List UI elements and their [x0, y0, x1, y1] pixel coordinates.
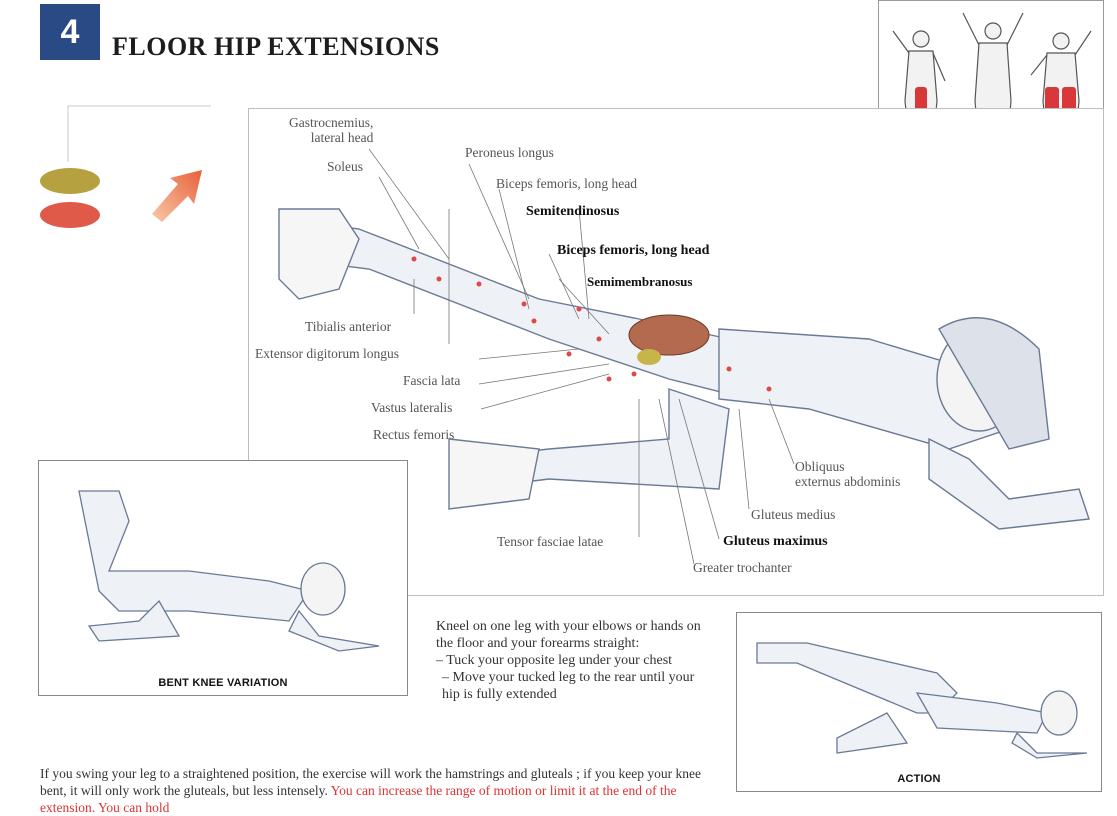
exercise-title: FLOOR HIP EXTENSIONS [112, 32, 440, 61]
instructions-block: Kneel on one leg with your elbows or han… [436, 618, 712, 703]
label-obliquus: Obliquus externus abdominis [795, 459, 901, 489]
instruction-line-3: – Move your tucked leg to the rear until… [442, 670, 695, 702]
label-semitendinosus: Semitendinosus [526, 204, 620, 219]
exercise-number-badge: 4 [40, 4, 100, 60]
label-peroneus-longus: Peroneus longus [465, 145, 554, 160]
label-soleus: Soleus [327, 159, 364, 174]
label-greater-trochanter: Greater trochanter [693, 560, 792, 575]
action-figure [756, 642, 1088, 759]
instruction-line-2: – Tuck your opposite leg under your ches… [436, 653, 673, 668]
secondary-muscle-dot [40, 202, 100, 228]
instruction-line-1: Kneel on one leg with your elbows or han… [436, 619, 701, 651]
label-vastus-lateralis: Vastus lateralis [371, 400, 453, 415]
primary-muscle-dot [40, 168, 100, 194]
muscle-legend [40, 168, 100, 228]
label-biceps-femoris-bold: Biceps femoris, long head [557, 243, 710, 258]
label-biceps-femoris-small: Biceps femoris, long head [496, 176, 637, 191]
label-semimembranosus: Semimembranosus [587, 274, 693, 289]
action-panel: ACTION [736, 612, 1102, 792]
label-gluteus-medius: Gluteus medius [751, 507, 836, 522]
label-gluteus-maximus: Gluteus maximus [723, 534, 828, 549]
connector-line [67, 105, 211, 162]
body-text: If you swing your leg to a straightened … [40, 765, 720, 816]
bent-knee-caption: BENT KNEE VARIATION [158, 677, 288, 689]
bent-knee-panel: BENT KNEE VARIATION [38, 460, 408, 696]
bent-knee-figure [78, 490, 380, 652]
label-tibialis-anterior: Tibialis anterior [305, 319, 392, 334]
arrow-up-right-icon [152, 170, 202, 222]
label-gastrocnemius: Gastrocnemius, lateral head [289, 115, 374, 145]
label-rectus-femoris: Rectus femoris [373, 427, 455, 442]
label-extensor-digitorum-longus: Extensor digitorum longus [255, 346, 399, 361]
label-tensor-fasciae-latae: Tensor fasciae latae [497, 534, 604, 549]
body-paragraph: If you swing your leg to a straightened … [40, 766, 701, 798]
label-fascia-lata: Fascia lata [403, 373, 461, 388]
main-figure-drawing [278, 148, 1090, 565]
action-caption: ACTION [897, 773, 941, 785]
